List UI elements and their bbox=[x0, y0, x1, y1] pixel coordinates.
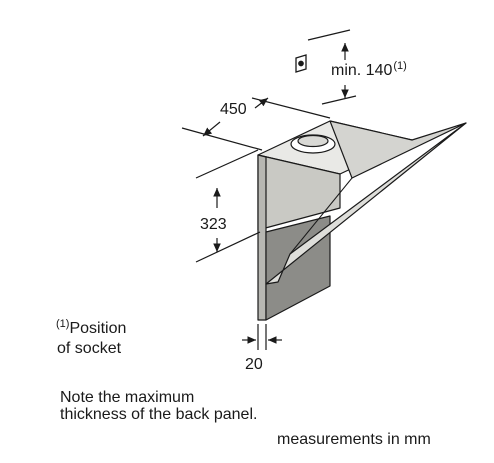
socket-min-label: min. 140(1) bbox=[331, 60, 407, 81]
back-panel-thickness-label: 20 bbox=[245, 356, 263, 373]
glass-canopy bbox=[265, 122, 467, 285]
footnote-superscript: (1) bbox=[56, 318, 70, 330]
depth-dimension bbox=[181, 97, 331, 151]
units-caption: measurements in mm bbox=[277, 431, 431, 448]
socket-height-dimension bbox=[307, 29, 357, 105]
height-label: 323 bbox=[200, 216, 227, 233]
socket-symbol bbox=[295, 54, 307, 73]
hood-side-face bbox=[329, 120, 467, 179]
note-line-2: thickness of the back panel. bbox=[60, 406, 258, 423]
note-line-1: Note the maximum bbox=[60, 389, 195, 406]
height-dimension bbox=[195, 149, 261, 263]
socket-min-text: min. 140 bbox=[331, 62, 393, 79]
footnote-line-2: of socket bbox=[57, 340, 122, 357]
footnote-text-1: Position bbox=[69, 320, 127, 337]
depth-label: 450 bbox=[220, 101, 247, 118]
hood-body bbox=[257, 120, 467, 321]
thickness-dimension bbox=[242, 324, 282, 350]
back-panel-strip bbox=[257, 154, 267, 321]
footnote-line-1: (1)Position bbox=[56, 318, 127, 339]
socket-min-superscript: (1) bbox=[393, 60, 407, 72]
